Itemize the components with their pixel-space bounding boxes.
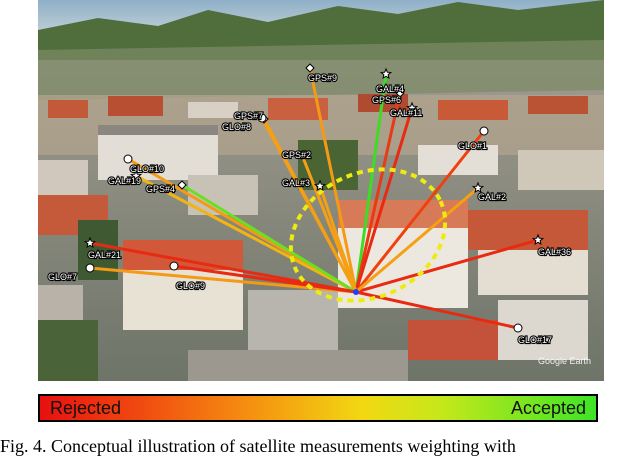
label-gps4: GPS#4 [146, 184, 175, 194]
marker-glo7-circle-icon [85, 263, 95, 273]
label-glo9: GLO#9 [176, 281, 205, 291]
marker-glo9-circle-icon [169, 261, 179, 271]
marker-gal36-star-icon [531, 233, 545, 246]
ray-glo9 [173, 264, 357, 294]
marker-glo10-circle-icon [123, 154, 133, 164]
label-gal11: GAL#11 [390, 108, 422, 118]
ray-gps6 [354, 92, 402, 293]
label-gal4: GAL#4 [376, 84, 404, 94]
marker-gal2-star-icon [471, 181, 485, 194]
marker-glo1-circle-icon [479, 126, 489, 136]
label-gal36: GAL#36 [538, 247, 571, 257]
marker-gal4-star-icon [379, 67, 393, 80]
label-gps7: GPS#7 [234, 111, 263, 121]
colorbar-high-label: Accepted [510, 398, 586, 418]
label-gal21: GAL#21 [88, 250, 121, 260]
marker-gps2-diamond-icon [297, 150, 307, 160]
ray-gal4 [354, 73, 388, 293]
label-gal3: GAL#3 [282, 178, 310, 188]
label-gps9: GPS#9 [308, 73, 337, 83]
marker-gps4-diamond-icon [177, 180, 187, 190]
colorbar-low-label: Rejected [50, 398, 122, 418]
ray-gal36 [355, 238, 539, 294]
label-glo7: GLO#7 [48, 272, 77, 282]
receiver-marker-icon [353, 289, 359, 295]
ray-gal19 [135, 174, 357, 294]
ray-gal2 [355, 186, 479, 294]
label-glo8: GLO#8 [222, 122, 251, 132]
weighting-colorbar: Rejected Accepted [38, 394, 598, 422]
ray-gal21 [89, 241, 357, 294]
ray-gps4 [181, 183, 357, 294]
label-gps6: GPS#6 [372, 95, 401, 105]
figure-caption: Fig. 4. Conceptual illustration of satel… [0, 436, 516, 456]
marker-gal21-star-icon [83, 236, 97, 249]
label-gal2: GAL#2 [478, 192, 506, 202]
label-glo17: GLO#17 [518, 335, 552, 345]
marker-gps6-diamond-icon [395, 88, 405, 98]
ray-gal3 [318, 185, 358, 293]
label-glo10: GLO#10 [130, 164, 164, 174]
far-hills [38, 40, 604, 100]
label-glo1: GLO#1 [458, 141, 487, 151]
city-blocks [38, 94, 604, 381]
google-earth-watermark: Google Earth [538, 356, 591, 366]
ray-gps9 [308, 67, 358, 293]
ray-glo1 [354, 130, 486, 293]
label-gps2: GPS#2 [282, 150, 311, 160]
marker-gal3-star-icon [313, 179, 327, 192]
marker-gps9-diamond-icon [305, 63, 315, 73]
marker-gal19-star-icon [129, 169, 143, 182]
ray-glo17 [355, 290, 519, 330]
ray-gal11 [354, 107, 414, 293]
marker-gal11-star-icon [405, 101, 419, 114]
marker-glo17-circle-icon [513, 323, 523, 333]
label-gal19: GAL#19 [108, 176, 141, 186]
ray-glo8 [260, 117, 358, 293]
marker-glo8-circle-icon [257, 113, 267, 123]
satellite-markers [83, 63, 545, 333]
